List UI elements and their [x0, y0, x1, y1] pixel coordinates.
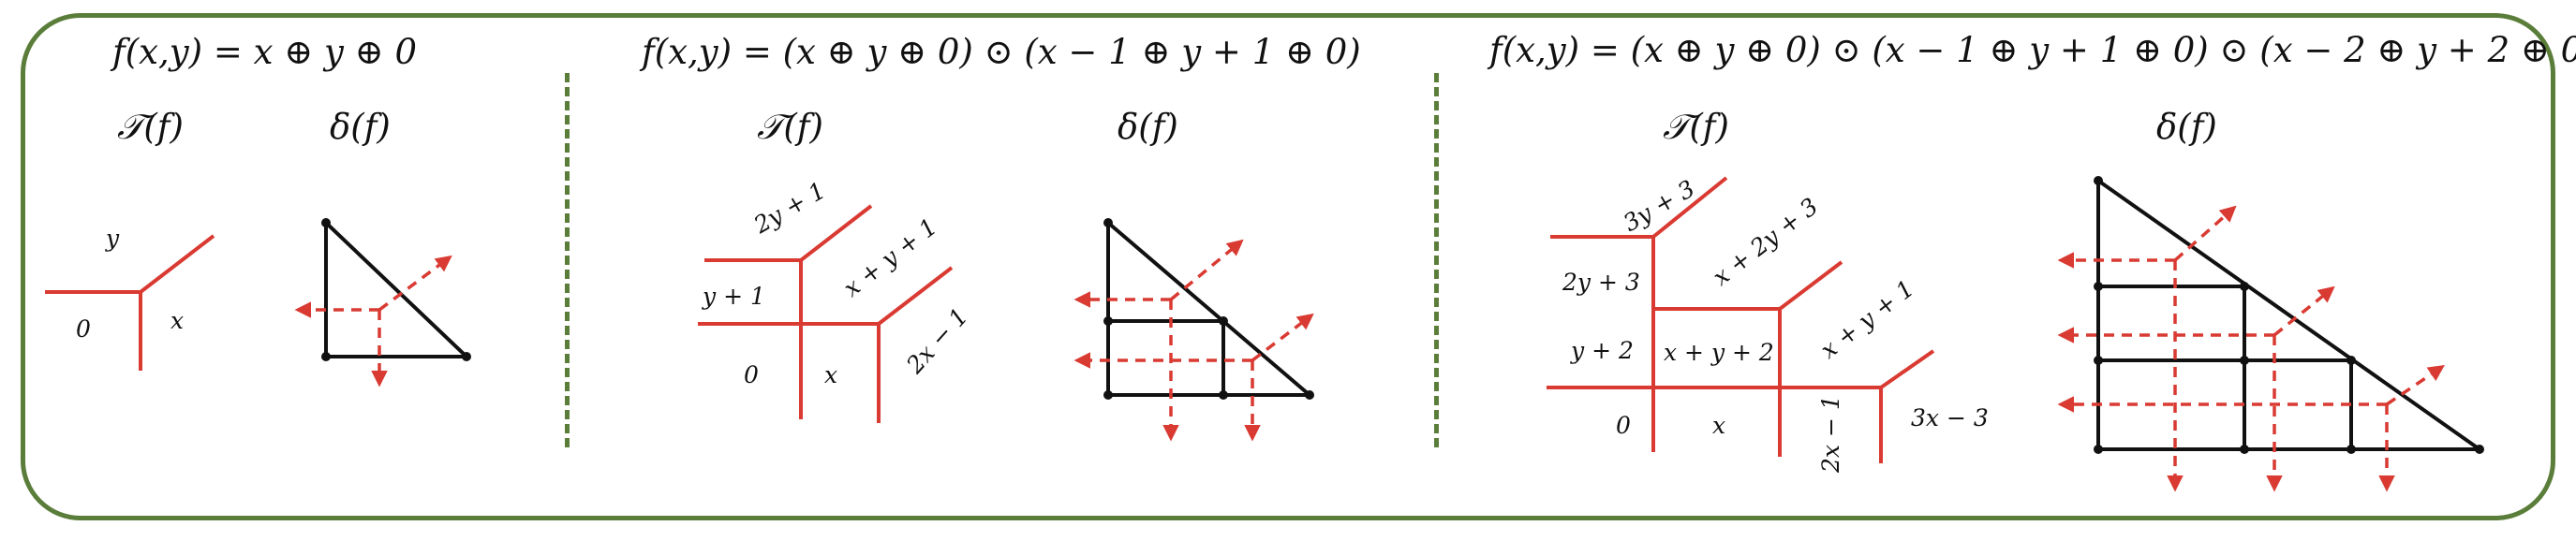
lattice-point [1219, 390, 1228, 400]
lattice-point [462, 352, 471, 361]
tropical-curve-label-1: 𝒯(f) [117, 107, 184, 147]
lattice-points [321, 176, 2484, 454]
dual-arrow [1251, 313, 1314, 362]
region-label: y + 1 [703, 283, 765, 310]
lattice-point [2240, 282, 2249, 291]
panel-divider-1 [565, 73, 570, 447]
tropical-edge [799, 204, 873, 262]
dual-arrow [2273, 285, 2335, 337]
lattice-point [1103, 218, 1113, 227]
lattice-point [321, 352, 331, 361]
region-label: 3x − 3 [1911, 404, 1989, 431]
region-label: 0 [1616, 412, 1631, 439]
lattice-point [321, 218, 331, 227]
region-label: y + 2 [1571, 337, 1634, 364]
tropical-edge [1651, 176, 1728, 239]
newton-subdivision-label-3: δ(f) [2156, 107, 2217, 147]
dual-arrow [2386, 365, 2445, 406]
tropical-edge [1879, 349, 1935, 389]
region-label: 0 [744, 361, 759, 388]
lattice-point [2094, 176, 2103, 185]
formula-panel-2: f(x,y) = (x ⊕ y ⊕ 0) ⊙ (x − 1 ⊕ y + 1 ⊕ … [642, 32, 1361, 72]
lattice-point [2094, 282, 2103, 291]
formula-panel-3: f(x,y) = (x ⊕ y ⊕ 0) ⊙ (x − 1 ⊕ y + 1 ⊕ … [1489, 30, 2576, 70]
region-label: x + y + 2 [1664, 339, 1774, 366]
lattice-point [2094, 445, 2103, 454]
newton-subdivisions [324, 179, 2481, 451]
subdivision-edge [324, 221, 468, 358]
lattice-point [2094, 356, 2103, 365]
lattice-point [1305, 390, 1314, 400]
tropical-curves [45, 176, 1935, 463]
lattice-point [1103, 390, 1113, 400]
region-label: 0 [76, 315, 91, 343]
dual-arrows [294, 205, 2445, 492]
newton-subdivision-label-2: δ(f) [1118, 107, 1178, 147]
lattice-point [1219, 316, 1228, 326]
lattice-point [2475, 445, 2484, 454]
lattice-point [2240, 356, 2249, 365]
region-label: x [170, 307, 185, 334]
formula-panel-1: f(x,y) = x ⊕ y ⊕ 0 [112, 32, 417, 72]
region-label: y [106, 225, 120, 252]
rounded-border [21, 13, 2555, 520]
region-label: x [824, 361, 838, 388]
lattice-point [1103, 316, 1113, 326]
dual-arrow [2173, 205, 2237, 262]
dual-arrow [1169, 239, 1244, 301]
lattice-point [2240, 445, 2249, 454]
subdivision-edge [2096, 179, 2481, 451]
tropical-edge [139, 234, 215, 294]
region-label: 2y + 3 [1562, 269, 1640, 296]
panel-divider-2 [1434, 73, 1439, 447]
tropical-curve-label-2: 𝒯(f) [757, 107, 823, 147]
tropical-edge [877, 266, 954, 326]
tropical-curve-label-3: 𝒯(f) [1663, 107, 1729, 147]
lattice-point [2347, 356, 2356, 365]
newton-subdivision-label-1: δ(f) [330, 107, 391, 147]
region-label: x [1712, 412, 1726, 439]
subdivision-edge [1106, 221, 1311, 397]
lattice-point [2347, 445, 2356, 454]
dual-arrow [378, 255, 452, 312]
tropical-edge [1778, 260, 1843, 311]
